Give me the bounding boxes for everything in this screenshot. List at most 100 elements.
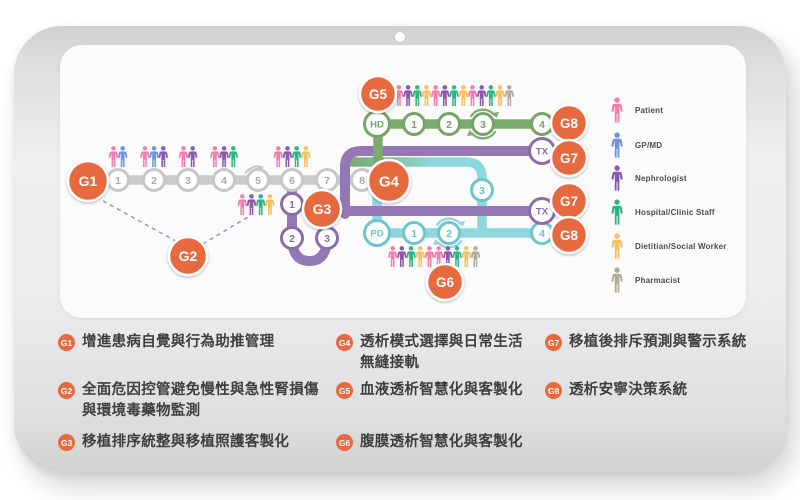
cycle-arrows-icon xyxy=(467,108,499,140)
hd-station: 3 xyxy=(471,112,495,136)
legend-item-label: Nephrologist xyxy=(635,174,687,183)
g-node-g8: G8 xyxy=(549,103,589,143)
camera-dot xyxy=(395,32,405,42)
person-icon xyxy=(282,146,293,168)
person-icon xyxy=(397,246,407,268)
hd-station: 2 xyxy=(437,112,461,136)
goal-badge: G8 xyxy=(545,382,562,399)
main-station: 1 xyxy=(106,168,130,192)
goal-text: 血液透析智慧化與客製化 xyxy=(360,382,523,398)
station-label: 1 xyxy=(411,119,417,131)
loop-station: 1 xyxy=(280,192,304,216)
main-station: 2 xyxy=(142,168,166,192)
goal-text: 全面危因控管避免慢性與急性腎損傷與環境毒藥物監測 xyxy=(82,382,319,419)
station-label: PD xyxy=(370,228,383,239)
station-label: 3 xyxy=(480,119,486,131)
station-label: 4 xyxy=(539,119,545,131)
station-label: TX xyxy=(536,146,549,157)
person-icon xyxy=(108,146,119,168)
station-label: 1 xyxy=(411,228,417,240)
pd-branch-line xyxy=(347,157,487,236)
person-icon xyxy=(187,146,198,168)
pd-branch-station: 3 xyxy=(470,178,494,202)
person-icon xyxy=(467,85,478,107)
person-icon xyxy=(611,199,623,225)
goal-text: 透析安寧決策系統 xyxy=(569,382,688,398)
reentry-arrow xyxy=(244,165,264,174)
person-icon xyxy=(387,246,398,268)
person-icon xyxy=(452,246,462,268)
g-node-g1: G1 xyxy=(66,159,110,203)
person-icon xyxy=(412,85,423,107)
person-icon xyxy=(611,132,623,158)
person-icon xyxy=(611,97,623,123)
person-icon xyxy=(228,146,239,168)
person-icon xyxy=(486,85,496,107)
g-node-label: G7 xyxy=(560,194,578,209)
person-icon xyxy=(430,85,441,107)
person-icon xyxy=(611,165,623,191)
goal-badge: G2 xyxy=(58,382,75,399)
g-node-label: G5 xyxy=(369,87,388,102)
main-station: 3 xyxy=(176,168,200,192)
g-node-g5: G5 xyxy=(358,74,398,114)
people-group-main-3 xyxy=(178,146,198,168)
legend-item-label: Dietitian/Social Worker xyxy=(635,242,727,251)
main-station: 5 xyxy=(246,168,270,192)
station-label: 4 xyxy=(221,175,227,187)
pd-station: 4 xyxy=(530,221,554,245)
pd-head-station: PD xyxy=(363,219,391,247)
person-icon xyxy=(611,233,623,259)
person-icon xyxy=(504,85,515,107)
person-icon xyxy=(611,267,623,293)
goal-text: 增進患病自覺與行為助推管理 xyxy=(82,334,275,350)
people-group-pd-row xyxy=(387,246,481,268)
person-icon xyxy=(210,146,220,168)
person-icon xyxy=(415,246,426,268)
g-node-g4: G4 xyxy=(366,158,412,204)
people-group-main-1 xyxy=(108,146,128,168)
goal-badge: G1 xyxy=(58,334,75,351)
person-icon xyxy=(424,246,435,268)
person-icon xyxy=(449,85,459,107)
station-label: 3 xyxy=(185,175,191,187)
goal-text: 移植排序統整與移植照護客製化 xyxy=(82,434,290,450)
station-label: 2 xyxy=(446,119,452,131)
people-group-hd-row xyxy=(394,85,515,107)
goal-badge: G4 xyxy=(336,334,353,351)
station-label: 1 xyxy=(115,175,121,187)
description-g8: G8 透析安寧決策系統 xyxy=(545,380,797,401)
station-label: 8 xyxy=(359,175,365,187)
legend-item-gp: GP/MD xyxy=(610,132,662,159)
loop-station: 3 xyxy=(315,226,339,250)
legend-item-patient: Patient xyxy=(610,97,663,124)
people-group-main-6 xyxy=(273,146,311,168)
person-icon xyxy=(403,85,413,107)
person-icon xyxy=(421,85,432,107)
people-group-branch-g2 xyxy=(237,194,275,216)
dashed-link-g2-return xyxy=(195,216,249,249)
goal-text: 移植後排斥預測與警示系統 xyxy=(569,334,747,350)
people-group-main-4 xyxy=(210,146,239,168)
person-icon xyxy=(265,194,275,216)
person-icon xyxy=(117,146,128,168)
g-node-g3: G3 xyxy=(301,188,343,230)
loop-station: 2 xyxy=(280,226,304,250)
legend-item-staff: Hospital/Clinic Staff xyxy=(610,199,715,226)
g-node-g2: G2 xyxy=(167,235,209,277)
station-label: 6 xyxy=(289,175,295,187)
tx-top-line xyxy=(340,146,551,219)
description-g1: G1 增進患病自覺與行為助推管理 xyxy=(58,332,332,353)
station-label: 2 xyxy=(446,228,452,240)
person-icon xyxy=(461,246,472,268)
person-icon xyxy=(255,194,266,216)
person-icon xyxy=(495,85,505,107)
person-icon xyxy=(443,246,453,268)
person-icon xyxy=(458,85,469,107)
legend-item-diet: Dietitian/Social Worker xyxy=(610,233,727,260)
